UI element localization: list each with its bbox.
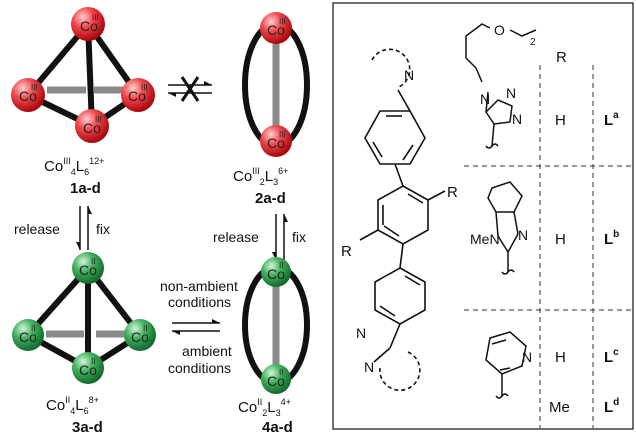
formula-2: CoIII2L36+ xyxy=(233,166,288,187)
svg-text:III: III xyxy=(279,130,286,139)
svg-text:H: H xyxy=(555,231,566,248)
helicate-coii: Co II Co II xyxy=(242,257,310,394)
row-a: H La xyxy=(555,110,619,129)
ligand-panel: R N xyxy=(332,2,634,430)
compound-id-3: 3a-d xyxy=(72,419,103,433)
svg-text:CoIII2L36+: CoIII2L36+ xyxy=(233,166,288,187)
co-node: Co III xyxy=(75,109,109,143)
blocked-equilibrium-arrows xyxy=(168,76,212,102)
svg-text:III: III xyxy=(31,83,38,92)
co-node: Co II xyxy=(72,352,104,384)
r-substituent: R xyxy=(447,184,458,201)
svg-text:II: II xyxy=(91,357,95,366)
pyridyl-n: N xyxy=(522,349,532,365)
methyl-n: MeN xyxy=(470,231,500,247)
release-label: release xyxy=(213,229,259,245)
svg-text:II: II xyxy=(91,257,95,266)
svg-text:III: III xyxy=(92,13,99,22)
r-substituent: R xyxy=(341,243,352,260)
conditions-equilibrium-arrows: non-ambient conditions ambient condition… xyxy=(160,278,238,376)
svg-text:Co: Co xyxy=(267,135,285,151)
repeat-count: 2 xyxy=(530,37,536,48)
row-b: H Lb xyxy=(555,229,619,248)
triazole-n: N xyxy=(506,85,516,101)
co-node: Co II xyxy=(124,319,156,351)
co-node: Co II xyxy=(12,319,44,351)
nonambient-label-2: conditions xyxy=(168,294,231,310)
co-node: Co II xyxy=(261,257,291,287)
compound-id-1: 1a-d xyxy=(70,180,101,197)
svg-text:II: II xyxy=(279,261,283,270)
helicate-coiii: Co III Co III xyxy=(242,12,310,157)
r-header: R xyxy=(556,49,567,66)
svg-text:CoIII4L612+: CoIII4L612+ xyxy=(44,156,104,177)
co-node: Co III xyxy=(121,78,155,112)
svg-text:Co: Co xyxy=(79,362,97,378)
ligand-backbone: N xyxy=(359,48,446,392)
triazole-n: N xyxy=(512,111,522,127)
co-node: Co III xyxy=(71,7,105,41)
compound-id-4: 4a-d xyxy=(262,419,293,433)
co-node: Co II xyxy=(261,364,291,394)
substituent-cd xyxy=(485,331,527,399)
pyridine-n: N xyxy=(356,325,366,341)
svg-text:Lc: Lc xyxy=(604,347,619,366)
cross-mark xyxy=(180,76,200,102)
co-node: Co III xyxy=(260,125,292,157)
row-c: H Lc xyxy=(555,347,619,366)
svg-text:Co: Co xyxy=(128,88,146,104)
right-vertical-arrows: release fix xyxy=(213,214,306,260)
svg-text:Me: Me xyxy=(549,399,570,416)
formula-1: CoIII4L612+ xyxy=(44,156,104,177)
tetrahedron-coiii: Co III Co III Co III Co III xyxy=(11,7,155,143)
formula-3: CoII4L68+ xyxy=(46,395,99,416)
imidazole-n: N xyxy=(518,227,528,243)
svg-text:Co: Co xyxy=(19,329,37,345)
panel-frame xyxy=(332,2,634,430)
svg-text:Co: Co xyxy=(131,329,149,345)
svg-text:II: II xyxy=(143,324,147,333)
svg-text:N: N xyxy=(404,67,414,83)
svg-text:III: III xyxy=(279,17,286,26)
substituent-a xyxy=(465,23,537,149)
fix-label: fix xyxy=(292,229,306,245)
svg-text:Co: Co xyxy=(79,262,97,278)
svg-text:Co: Co xyxy=(267,266,285,282)
ether-o: O xyxy=(494,22,505,38)
svg-text:Ld: Ld xyxy=(604,397,619,416)
bond xyxy=(85,23,95,127)
svg-text:III: III xyxy=(141,83,148,92)
svg-text:H: H xyxy=(555,112,566,129)
svg-text:Co: Co xyxy=(83,120,101,136)
nonambient-label-1: non-ambient xyxy=(160,278,238,294)
imine-n: N xyxy=(364,359,374,375)
ambient-label-2: conditions xyxy=(168,360,231,376)
co-node: Co III xyxy=(260,12,292,44)
substituent-b xyxy=(487,181,523,275)
svg-text:Co: Co xyxy=(267,22,285,38)
svg-text:CoII2L34+: CoII2L34+ xyxy=(238,397,291,418)
svg-text:CoII4L68+: CoII4L68+ xyxy=(46,395,99,416)
svg-text:La: La xyxy=(604,110,619,129)
svg-text:Co: Co xyxy=(80,18,98,34)
svg-text:III: III xyxy=(95,115,102,124)
compound-id-2: 2a-d xyxy=(255,190,286,207)
svg-text:Lb: Lb xyxy=(604,229,619,248)
svg-text:II: II xyxy=(31,324,35,333)
svg-text:H: H xyxy=(555,349,566,366)
left-vertical-arrows: release fix xyxy=(14,206,110,250)
row-d: Me Ld xyxy=(549,397,619,416)
co-node: Co II xyxy=(72,252,104,284)
tetrahedron-coii: Co II Co II Co II Co II xyxy=(12,252,156,384)
formula-4: CoII2L34+ xyxy=(238,397,291,418)
svg-text:Co: Co xyxy=(19,88,37,104)
svg-text:Co: Co xyxy=(267,373,285,389)
release-label: release xyxy=(14,221,60,237)
triazole-n: N xyxy=(480,91,490,107)
svg-text:II: II xyxy=(279,368,283,377)
fix-label: fix xyxy=(96,221,110,237)
ambient-label-1: ambient xyxy=(182,343,232,359)
co-node: Co III xyxy=(11,78,45,112)
